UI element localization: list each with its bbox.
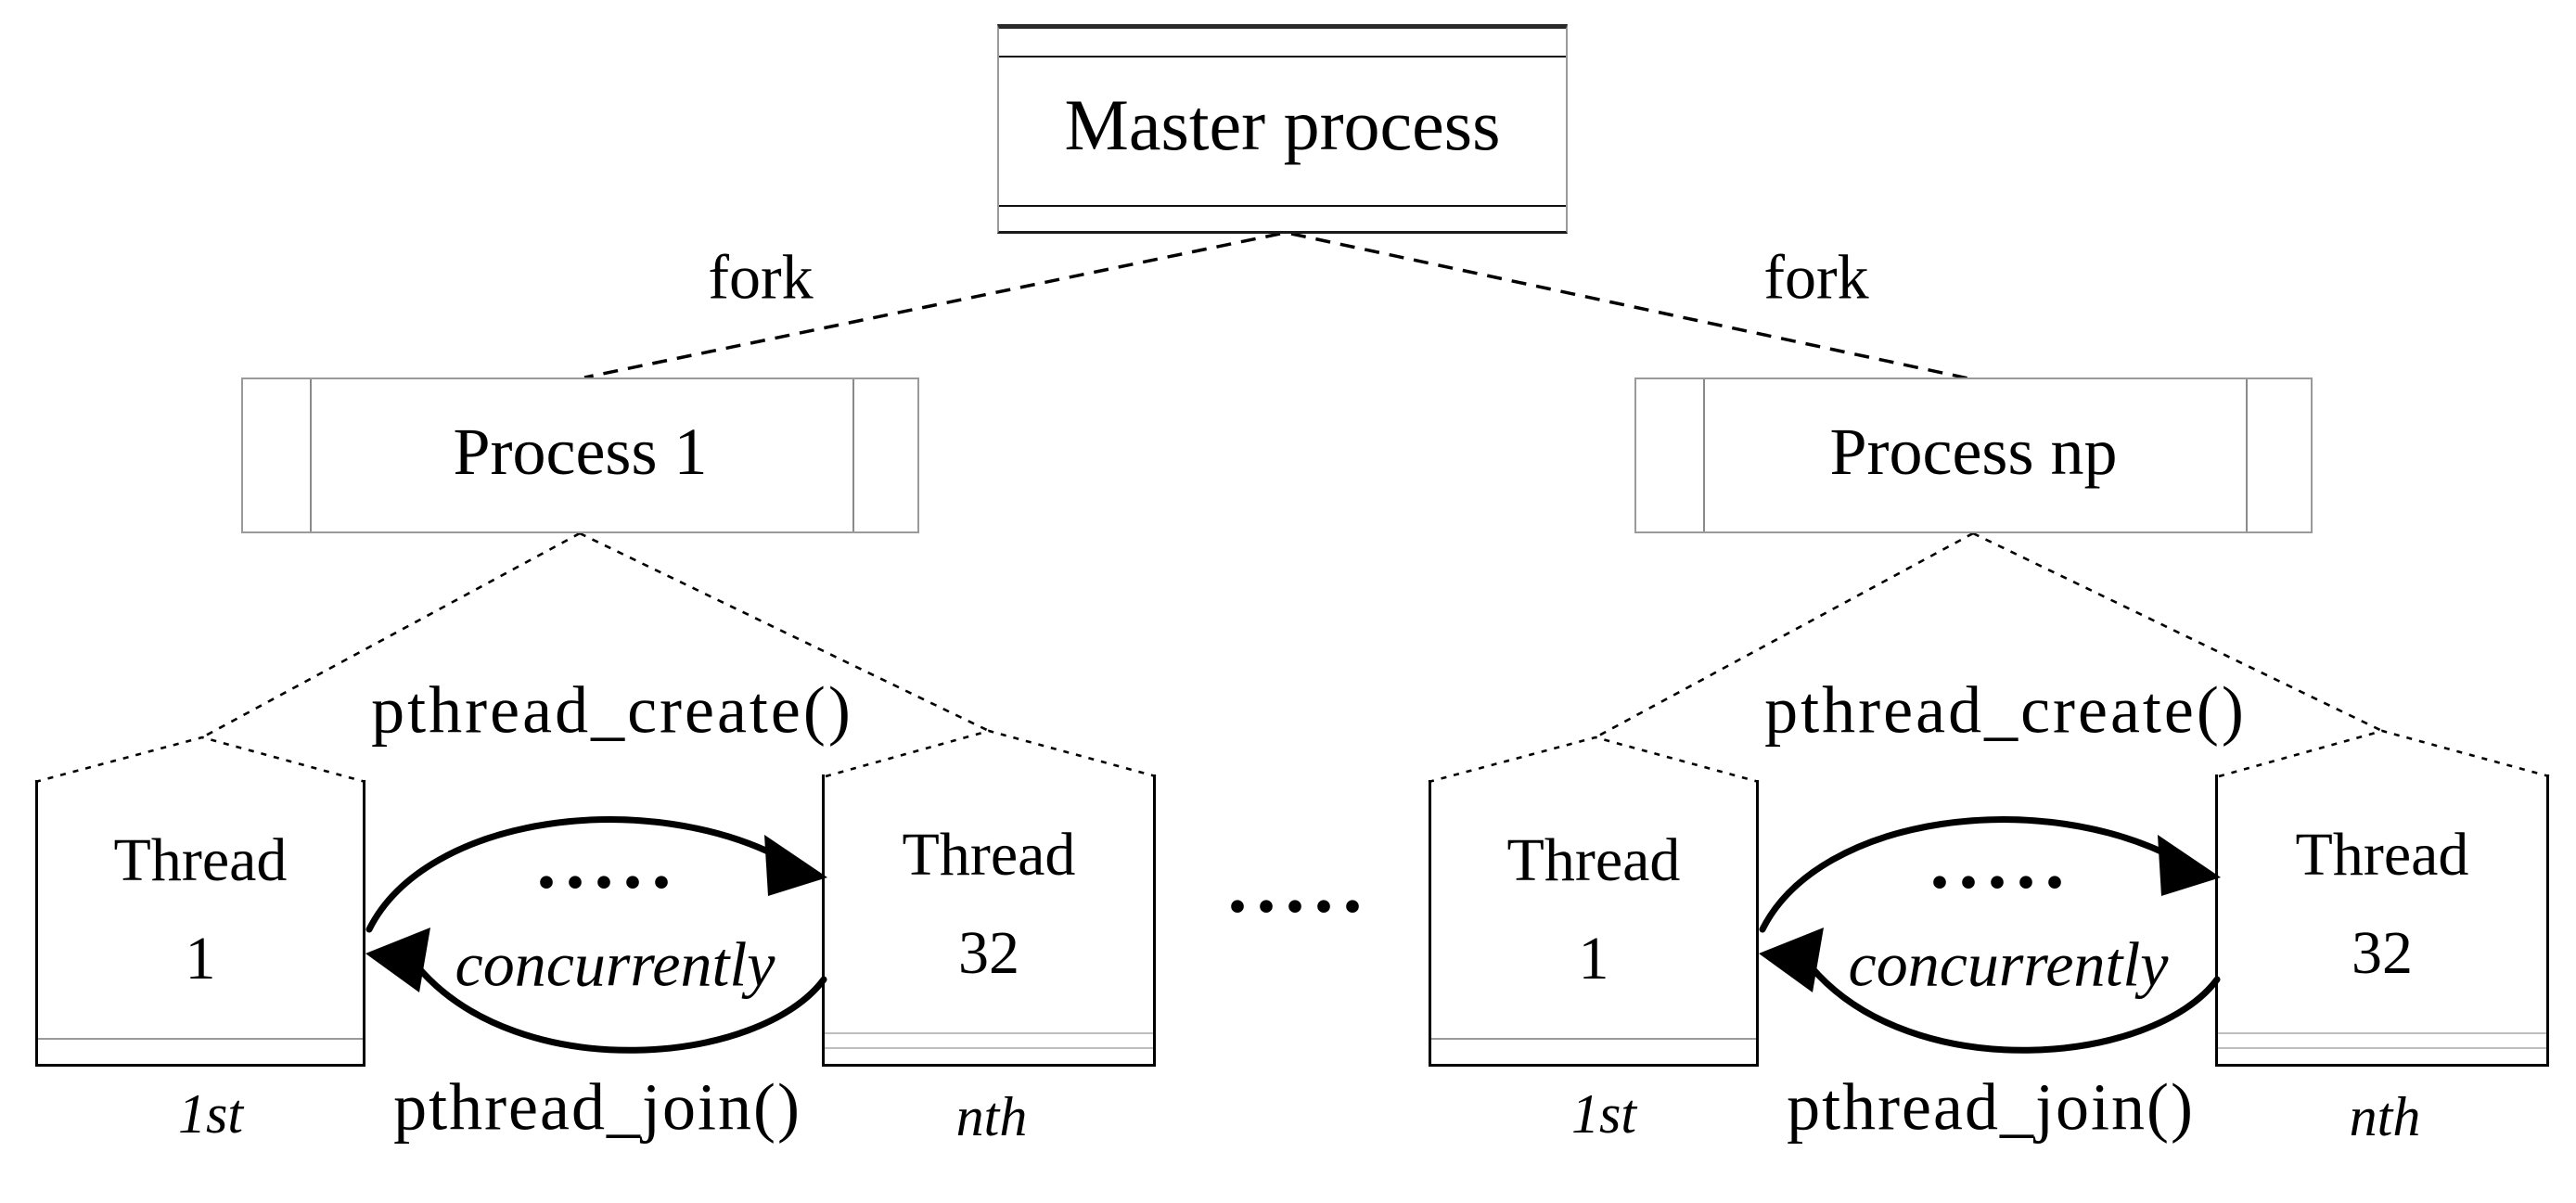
process-box: Process np: [1634, 378, 2313, 533]
pthread-create-line-left: [201, 531, 581, 739]
pthread-join-label: pthread_join(): [1787, 1069, 2195, 1145]
concurrency-arc-bottom: [1807, 963, 2221, 1054]
thread-last-roof: [825, 729, 1157, 778]
thread-last-text: Thread 32: [902, 821, 1076, 987]
thread-last-box: Thread 32: [822, 774, 1156, 1067]
thread-last-roof: [2218, 729, 2550, 778]
thread-ellipsis-dots: .....: [1929, 819, 2074, 905]
fork-label-left: fork: [708, 241, 814, 313]
nth-thread-caption: nth: [955, 1086, 1028, 1147]
arrowhead-right: [764, 835, 827, 896]
process-box: Process 1: [241, 378, 919, 533]
thread-ellipsis-dots: .....: [536, 819, 681, 905]
thread-first-roof: [34, 736, 366, 784]
thread-last-footer-line-2: [825, 1032, 1153, 1034]
thread-first-text: Thread 1: [1506, 826, 1681, 992]
group-2-wires: [1428, 531, 2550, 1054]
concurrency-arc-bottom: [414, 963, 827, 1054]
groups-separator-dots: .....: [1227, 843, 1372, 929]
fork-line-left: [583, 232, 1281, 379]
arrowhead-right: [2158, 835, 2221, 896]
pthread-create-line-right: [1972, 531, 2383, 733]
thread-first-footer-line: [38, 1038, 363, 1040]
thread-last-footer-line: [825, 1047, 1153, 1049]
pthread-create-label: pthread_create(): [371, 672, 853, 748]
thread-last-footer-line-2: [2218, 1032, 2546, 1034]
process-group-2: Process np pthread_create() Thread 1 Thr…: [1393, 0, 2553, 1203]
arrowhead-left: [365, 928, 430, 992]
pthread-create-line-left: [1595, 531, 1974, 739]
thread-first-box: Thread 1: [1429, 780, 1759, 1067]
thread-first-footer-line: [1431, 1038, 1756, 1040]
thread-first-text: Thread 1: [113, 826, 288, 992]
process-label: Process 1: [453, 415, 708, 489]
concurrently-label: concurrently: [1848, 928, 2169, 1000]
process-label: Process np: [1829, 415, 2118, 489]
thread-last-box: Thread 32: [2215, 774, 2549, 1067]
pthread-create-label: pthread_create(): [1764, 672, 2247, 748]
master-process-box: Master process: [997, 24, 1568, 234]
concurrently-label: concurrently: [455, 928, 775, 1000]
pthread-create-line-right: [579, 531, 990, 733]
fork-lines: [583, 232, 1969, 380]
concurrency-arc-top: [365, 816, 790, 933]
process-group-1: Process 1 pthread_create() Thread 1 Thre…: [0, 0, 1160, 1203]
process-box-left-inner-line: [1703, 379, 1705, 531]
fork-label-right: fork: [1763, 241, 1869, 313]
thread-first-box: Thread 1: [35, 780, 365, 1067]
thread-first-roof: [1428, 736, 1760, 784]
fork-line-right: [1290, 232, 1969, 380]
concurrency-arc-top: [1759, 816, 2184, 933]
first-thread-caption: 1st: [1570, 1083, 1637, 1145]
thread-last-footer-line: [2218, 1047, 2546, 1049]
pthread-join-label: pthread_join(): [393, 1069, 801, 1145]
master-box-bottom-inner-line: [999, 205, 1566, 207]
master-box-top-inner-line: [999, 56, 1566, 58]
first-thread-caption: 1st: [177, 1083, 244, 1145]
arrowhead-left: [1759, 928, 1824, 992]
master-process-label: Master process: [1064, 84, 1501, 165]
nth-thread-caption: nth: [2349, 1086, 2421, 1147]
thread-last-text: Thread 32: [2295, 821, 2469, 987]
group-1-wires: [34, 531, 1157, 1054]
process-box-left-inner-line: [310, 379, 312, 531]
process-box-right-inner-line: [2246, 379, 2248, 531]
process-box-right-inner-line: [852, 379, 854, 531]
